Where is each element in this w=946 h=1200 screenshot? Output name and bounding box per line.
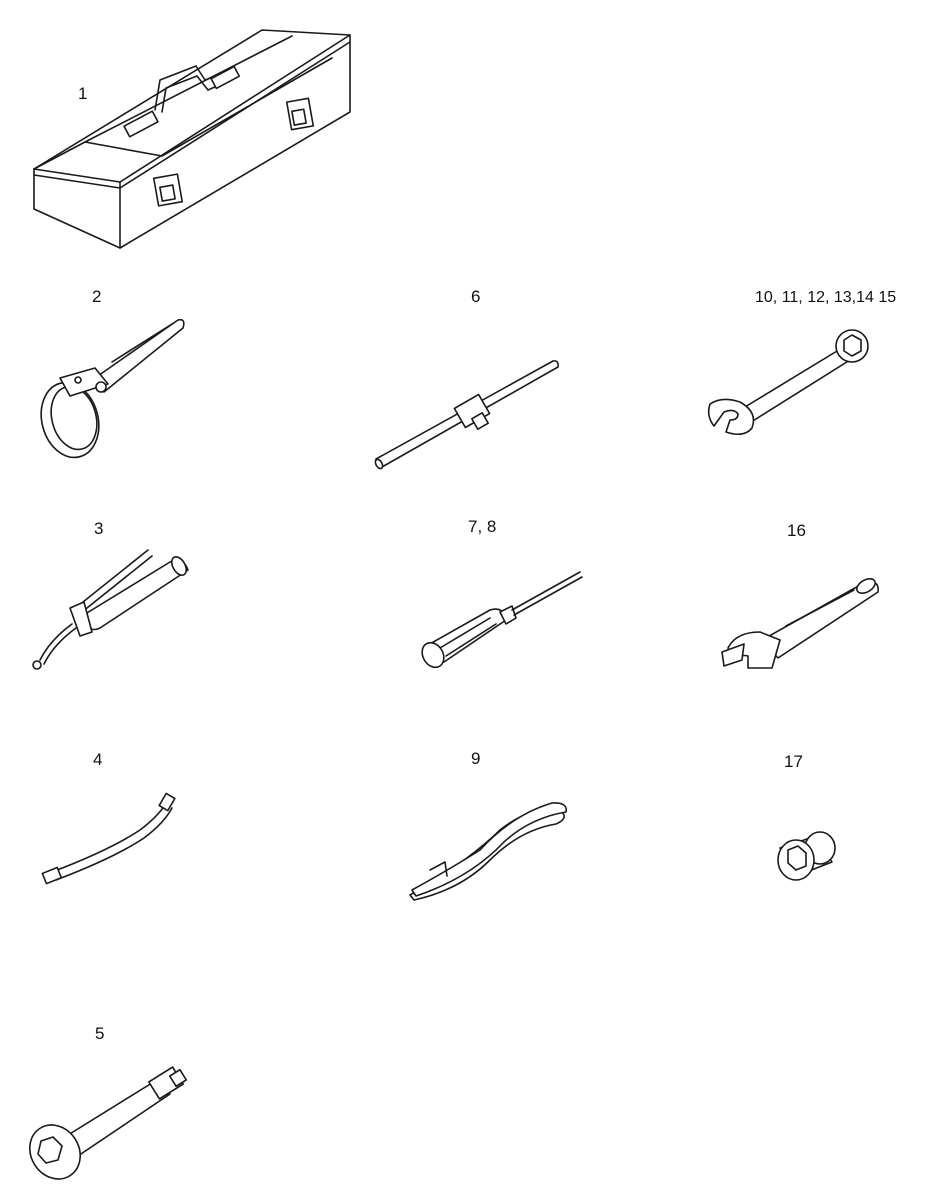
label-item-1: 1 bbox=[78, 84, 88, 103]
adjustable-wrench-illustration bbox=[721, 577, 879, 669]
label-item-17: 17 bbox=[784, 752, 803, 771]
extension-illustration bbox=[29, 1066, 188, 1180]
label-item-5: 5 bbox=[95, 1024, 105, 1043]
label-item-9: 9 bbox=[471, 749, 481, 768]
screwdriver-illustration bbox=[421, 571, 583, 669]
pliers-illustration bbox=[409, 802, 568, 901]
label-item-2: 2 bbox=[92, 287, 102, 306]
filter-wrench-illustration bbox=[40, 318, 185, 459]
label-item-7-8: 7, 8 bbox=[468, 517, 497, 536]
grease-gun-illustration bbox=[32, 549, 189, 670]
t-handle-illustration bbox=[374, 360, 559, 470]
label-item-4: 4 bbox=[93, 750, 103, 769]
label-item-3: 3 bbox=[94, 519, 104, 538]
socket-illustration bbox=[777, 831, 836, 881]
toolbox-illustration bbox=[33, 29, 351, 249]
combination-wrench-illustration bbox=[707, 329, 869, 436]
label-item-16: 16 bbox=[787, 521, 806, 540]
label-item-6: 6 bbox=[471, 287, 481, 306]
label-item-10-15: 10, 11, 12, 13,14 15 bbox=[755, 289, 897, 306]
hose-illustration bbox=[41, 792, 176, 885]
